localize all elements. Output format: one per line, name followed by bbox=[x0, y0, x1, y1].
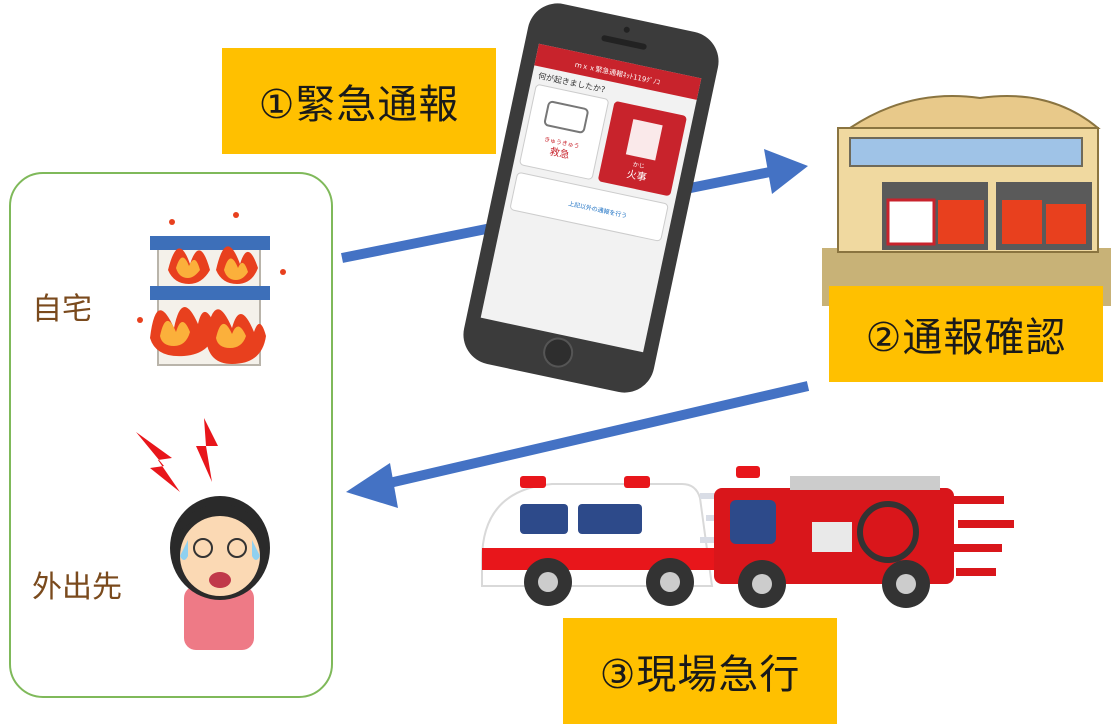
label-home: 自宅 bbox=[32, 292, 92, 327]
step-emergency-call: ①緊急通報 bbox=[222, 48, 496, 154]
smartphone-illustration bbox=[463, 3, 719, 393]
distressed-person-illustration bbox=[136, 418, 270, 650]
step-rush-to-scene: ③現場急行 bbox=[563, 618, 837, 724]
fire-label-text[interactable]: 火事 bbox=[626, 167, 648, 184]
fire-truck-illustration bbox=[714, 466, 1014, 608]
fire-station-illustration bbox=[822, 95, 1111, 306]
ambulance-label-text[interactable]: 救急 bbox=[549, 145, 571, 162]
step-confirm-report: ②通報確認 bbox=[829, 286, 1103, 382]
fire-kana-text: かじ bbox=[632, 161, 645, 170]
burning-house-illustration bbox=[137, 212, 286, 366]
ambulance-illustration bbox=[481, 476, 752, 606]
label-outside: 外出先 bbox=[32, 570, 122, 605]
arrow-dispatch bbox=[346, 381, 810, 508]
